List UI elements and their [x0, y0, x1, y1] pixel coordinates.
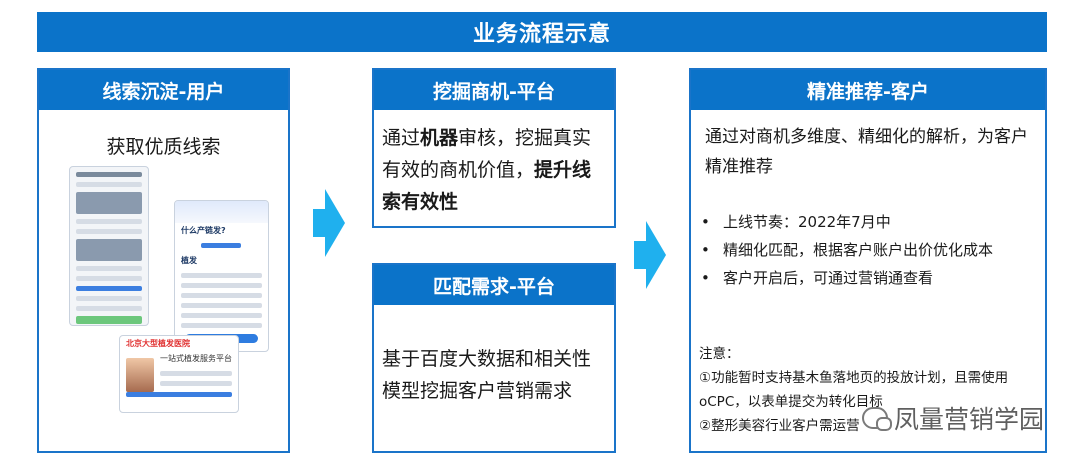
card-lead-accumulation: 线索沉淀-用户 获取优质线索 什么产链发? 植发 北京大型植发医院 一站式植发服… — [37, 68, 290, 453]
text-part: 通过 — [382, 127, 420, 149]
mockup-ad-headline: 北京大型植发医院 — [120, 336, 238, 351]
list-item: •精细化匹配，根据客户账户出价优化成本 — [701, 236, 1035, 264]
card-description: 通过对商机多维度、精细化的解析，为客户精准推荐 — [691, 110, 1045, 182]
card-match-demand: 匹配需求-平台 基于百度大数据和相关性模型挖掘客户营销需求 — [372, 263, 616, 453]
bullet-icon: • — [701, 264, 723, 292]
page-title: 业务流程示意 — [473, 16, 611, 48]
phone-mockup-form: 什么产链发? 植发 — [174, 200, 269, 352]
card-header: 精准推荐-客户 — [691, 70, 1045, 110]
card-title: 挖掘商机-平台 — [433, 77, 555, 104]
mockup-ad-line: 一站式植发服务平台 — [154, 351, 238, 366]
bullet-text: 客户开启后，可通过营销通查看 — [723, 264, 933, 292]
list-item: •上线节奏：2022年7月中 — [701, 208, 1035, 236]
watermark-text: 凤量营销学园 — [894, 400, 1044, 436]
bullet-icon: • — [701, 236, 723, 264]
mockup-question: 什么产链发? — [175, 223, 268, 238]
bullet-text: 上线节奏：2022年7月中 — [723, 208, 891, 236]
wechat-icon — [862, 407, 888, 429]
text-bold-part: 机器 — [420, 127, 458, 149]
doctor-avatar — [126, 358, 154, 392]
bullet-text: 精细化匹配，根据客户账户出价优化成本 — [723, 236, 993, 264]
card-precise-recommend: 精准推荐-客户 通过对商机多维度、精细化的解析，为客户精准推荐 •上线节奏：20… — [689, 68, 1047, 453]
card-header: 挖掘商机-平台 — [374, 70, 614, 110]
phone-mockup-feed — [69, 166, 149, 326]
mockup-section: 植发 — [175, 253, 268, 268]
page-title-banner: 业务流程示意 — [37, 12, 1047, 52]
list-item: •客户开启后，可通过营销通查看 — [701, 264, 1035, 292]
card-title: 匹配需求-平台 — [433, 272, 555, 299]
card-header: 线索沉淀-用户 — [39, 70, 288, 110]
card-title: 线索沉淀-用户 — [103, 77, 225, 104]
note-title: 注意： — [699, 342, 1045, 366]
phone-mockup-ad: 北京大型植发医院 一站式植发服务平台 — [119, 335, 239, 413]
bullet-list: •上线节奏：2022年7月中 •精细化匹配，根据客户账户出价优化成本 •客户开启… — [691, 182, 1045, 292]
card-title: 精准推荐-客户 — [807, 77, 929, 104]
card-mine-opportunity: 挖掘商机-平台 通过机器审核，挖掘真实有效的商机价值，提升线索有效性 — [372, 68, 616, 228]
card-subtitle: 获取优质线索 — [39, 132, 288, 159]
card-description: 通过机器审核，挖掘真实有效的商机价值，提升线索有效性 — [374, 110, 614, 218]
bullet-icon: • — [701, 208, 723, 236]
watermark: 凤量营销学园 — [862, 400, 1044, 436]
card-header: 匹配需求-平台 — [374, 265, 614, 305]
card-description: 基于百度大数据和相关性模型挖掘客户营销需求 — [374, 305, 614, 407]
